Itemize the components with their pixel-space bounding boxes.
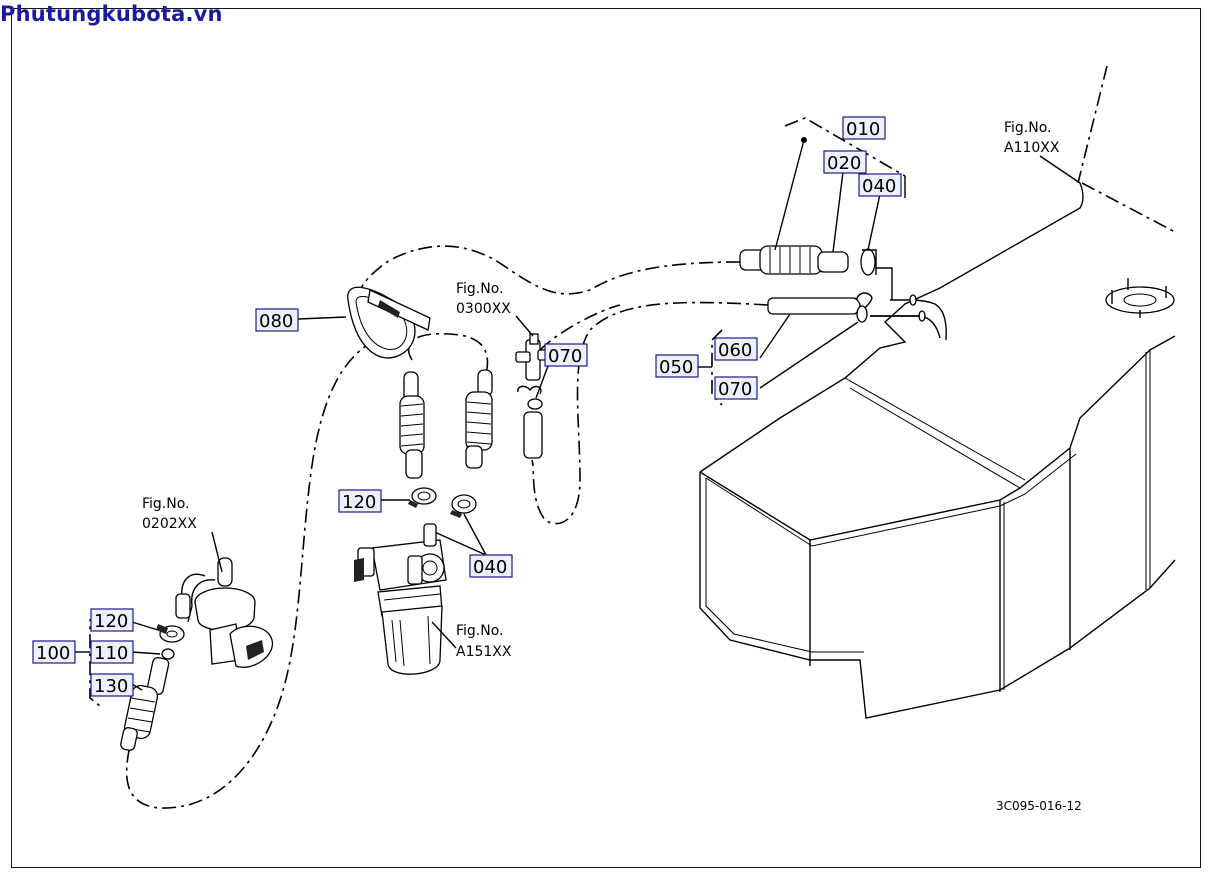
drawing-frame [11,8,1201,868]
fuel-hose-routing [125,245,769,809]
fig-ref-tank-code: A110XX [1004,140,1060,156]
diagram-code: 3C095-016-12 [996,799,1082,813]
pipe-group-050 [698,292,920,406]
label-040-mid: 040 [473,557,507,578]
label-box-080 [255,308,299,332]
label-box-070-mid [544,343,588,367]
fuel-tank [699,65,1176,719]
label-010: 010 [846,119,880,140]
fig-ref-pump-code: 0202XX [142,516,197,532]
fig-ref-tank-label: Fig.No. [1004,120,1052,136]
label-box-100 [32,640,76,664]
figure-references: Fig.No. A110XX Fig.No. 0300XX Fig.No. 02… [142,120,1081,660]
label-070-right: 070 [718,379,752,400]
fuel-pump [175,531,273,668]
label-060: 060 [718,340,752,361]
label-050: 050 [659,357,693,378]
fig-ref-tee-label: Fig.No. [456,281,504,297]
label-box-050 [655,354,699,378]
band-clamp-080 [297,286,431,359]
label-box-120-mid [338,489,382,513]
label-020: 020 [827,153,861,174]
label-box-040-top [858,173,902,197]
label-box-070-right [714,376,758,400]
label-040-top: 040 [862,176,896,197]
fig-ref-tee-code: 0300XX [456,301,511,317]
label-box-120-left [90,608,134,632]
hose-assembly-010 [739,117,906,300]
label-120-mid: 120 [342,492,376,513]
label-070-mid: 070 [548,346,582,367]
label-box-040-mid [469,554,513,578]
hose-group-100 [74,611,185,751]
label-100: 100 [36,643,70,664]
filter-hoses [380,369,493,556]
tee-fitting [515,315,551,459]
label-080: 080 [259,311,293,332]
fuel-filter [354,523,457,675]
part-labels: 010 020 040 050 060 070 070 080 120 040 … [32,116,902,697]
watermark-text: Phutungkubota.vn [0,2,223,26]
label-box-110 [90,640,134,664]
fig-ref-filter-code: A151XX [456,644,512,660]
fig-ref-filter-label: Fig.No. [456,623,504,639]
label-120-left: 120 [94,611,128,632]
label-box-010 [842,116,886,140]
label-box-060 [714,337,758,361]
label-box-020 [823,150,867,174]
fig-ref-pump-label: Fig.No. [142,496,190,512]
label-130: 130 [94,676,128,697]
label-110: 110 [94,643,128,664]
label-box-130 [90,673,134,697]
